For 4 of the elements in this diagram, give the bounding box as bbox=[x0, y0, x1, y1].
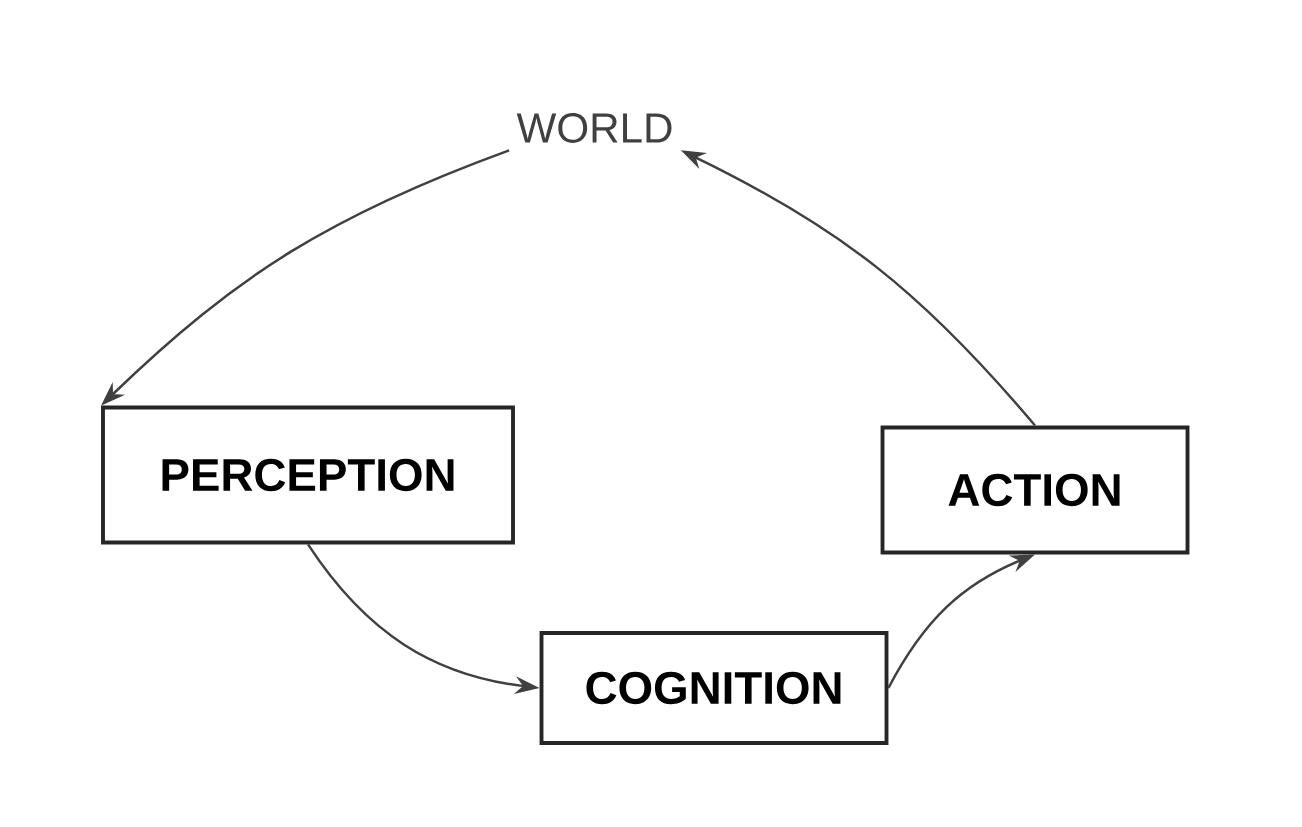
process-box: ACTION bbox=[880, 425, 1190, 555]
process-box: COGNITION bbox=[539, 631, 889, 745]
node-label: WORLD bbox=[516, 113, 672, 143]
process-box: PERCEPTION bbox=[101, 405, 515, 545]
